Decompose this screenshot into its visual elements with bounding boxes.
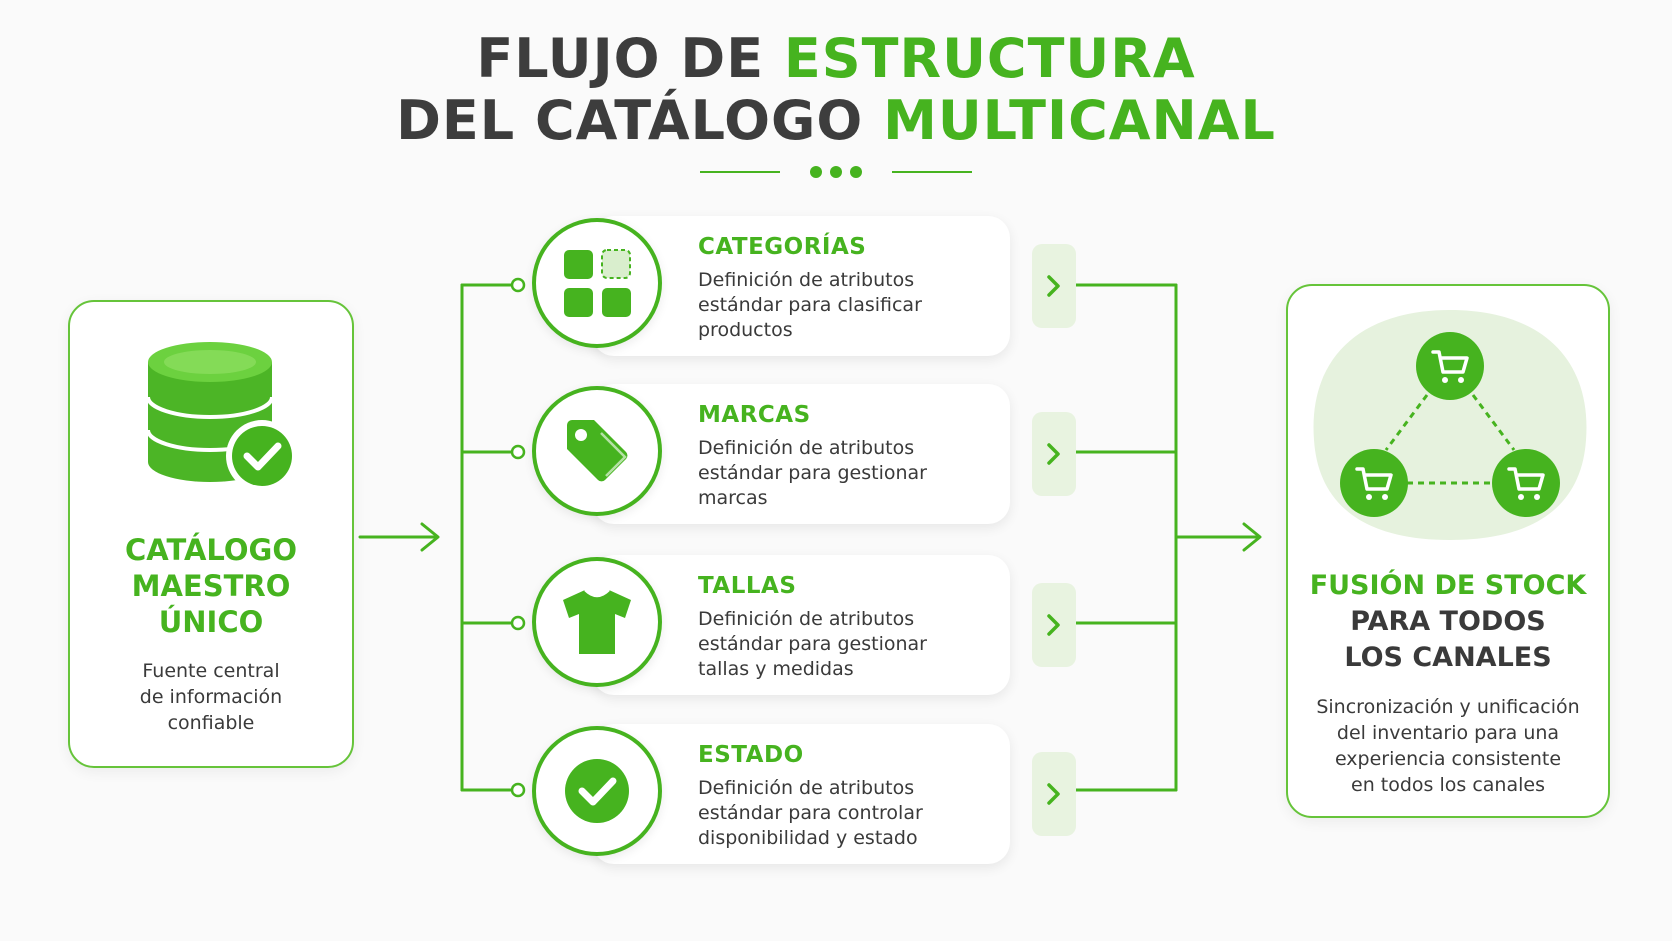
step-description: Definición de atributos estándar para ge…	[698, 607, 988, 682]
source-description: Fuente central de información confiable	[70, 658, 352, 736]
grid-icon	[564, 249, 631, 317]
step-icon-circle	[532, 218, 662, 348]
title-line-2-dark: DEL CATÁLOGO	[396, 89, 884, 152]
target-description-line: Sincronización y unificación	[1316, 696, 1580, 718]
step-label: ESTADO	[698, 742, 804, 768]
target-heading-line: FUSIÓN DE STOCK	[1309, 570, 1587, 601]
divider-line-left	[700, 171, 780, 173]
divider-line-right	[892, 171, 972, 173]
step-icon-circle	[532, 557, 662, 687]
arrow-head-left	[420, 522, 440, 552]
chevron-right-icon	[1047, 443, 1060, 465]
source-description-line: de información	[139, 686, 283, 708]
source-card: CATÁLOGO MAESTRO ÚNICO Fuente central de…	[68, 300, 354, 768]
chevron-right-icon	[1047, 783, 1060, 805]
divider-dot	[830, 166, 842, 178]
step-description-line: Definición de atributos	[698, 437, 915, 459]
title-line-1: FLUJO DE ESTRUCTURA	[0, 28, 1672, 90]
step-description-line: productos	[698, 319, 793, 341]
step-description-line: Definición de atributos	[698, 608, 915, 630]
title-line-1-dark: FLUJO DE	[476, 27, 784, 90]
step-description-line: estándar para controlar	[698, 802, 923, 824]
step-tallas: TALLAS Definición de atributos estándar …	[532, 555, 1080, 695]
step-description-line: estándar para gestionar	[698, 462, 927, 484]
target-description-line: experiencia consistente	[1334, 748, 1562, 770]
step-label: CATEGORÍAS	[698, 234, 867, 260]
connector-node	[510, 444, 526, 460]
step-expand-button[interactable]	[1032, 244, 1076, 328]
step-label: MARCAS	[698, 402, 811, 428]
step-expand-button[interactable]	[1032, 412, 1076, 496]
chevron-right-icon	[1047, 275, 1060, 297]
arrow-head-right	[1242, 522, 1262, 552]
step-categorias: CATEGORÍAS Definición de atributos están…	[532, 216, 1080, 356]
step-description-line: disponibilidad y estado	[698, 827, 918, 849]
source-heading-line: MAESTRO	[131, 569, 291, 603]
cart-node-right	[1492, 449, 1560, 517]
source-description-line: confiable	[167, 712, 255, 734]
target-heading-line: PARA TODOS	[1350, 606, 1546, 637]
check-circle-icon	[565, 759, 629, 823]
source-heading-line: ÚNICO	[158, 605, 264, 639]
connector-node	[510, 277, 526, 293]
step-description: Definición de atributos estándar para co…	[698, 776, 988, 851]
target-description-line: del inventario para una	[1336, 722, 1560, 744]
step-description-line: tallas y medidas	[698, 658, 854, 680]
connector-node	[510, 782, 526, 798]
page-title: FLUJO DE ESTRUCTURA DEL CATÁLOGO MULTICA…	[0, 28, 1672, 152]
database-check-icon	[146, 342, 298, 492]
cart-node-top	[1416, 332, 1484, 400]
step-description-line: Definición de atributos	[698, 269, 915, 291]
shopping-cart-network-icon	[1313, 310, 1587, 540]
title-line-2-green: MULTICANAL	[883, 89, 1276, 152]
target-heading: FUSIÓN DE STOCK PARA TODOS LOS CANALES	[1288, 568, 1608, 676]
connector-node	[510, 615, 526, 631]
step-description: Definición de atributos estándar para ge…	[698, 436, 988, 511]
tshirt-icon	[563, 589, 631, 654]
target-card: FUSIÓN DE STOCK PARA TODOS LOS CANALES S…	[1286, 284, 1610, 818]
step-icon-circle	[532, 386, 662, 516]
title-line-1-green: ESTRUCTURA	[783, 27, 1196, 90]
step-description-line: estándar para gestionar	[698, 633, 927, 655]
source-heading-line: CATÁLOGO	[124, 533, 297, 567]
title-line-2: DEL CATÁLOGO MULTICANAL	[0, 90, 1672, 152]
title-divider	[700, 165, 972, 179]
chevron-right-icon	[1047, 614, 1060, 636]
step-label: TALLAS	[698, 573, 797, 599]
step-description-line: marcas	[698, 487, 768, 509]
step-expand-button[interactable]	[1032, 583, 1076, 667]
tag-icon	[567, 420, 628, 482]
target-description-line: en todos los canales	[1351, 774, 1545, 796]
cart-node-left	[1340, 449, 1408, 517]
divider-dot	[810, 166, 822, 178]
step-expand-button[interactable]	[1032, 752, 1076, 836]
step-description: Definición de atributos estándar para cl…	[698, 268, 988, 343]
step-description-line: Definición de atributos	[698, 777, 915, 799]
source-heading: CATÁLOGO MAESTRO ÚNICO	[70, 532, 352, 640]
target-description: Sincronización y unificación del inventa…	[1288, 694, 1608, 798]
divider-dot	[850, 166, 862, 178]
step-icon-circle	[532, 726, 662, 856]
target-heading-line: LOS CANALES	[1344, 642, 1552, 673]
source-description-line: Fuente central	[142, 660, 280, 682]
step-estado: ESTADO Definición de atributos estándar …	[532, 724, 1080, 864]
step-marcas: MARCAS Definición de atributos estándar …	[532, 384, 1080, 524]
step-description-line: estándar para clasificar	[698, 294, 922, 316]
